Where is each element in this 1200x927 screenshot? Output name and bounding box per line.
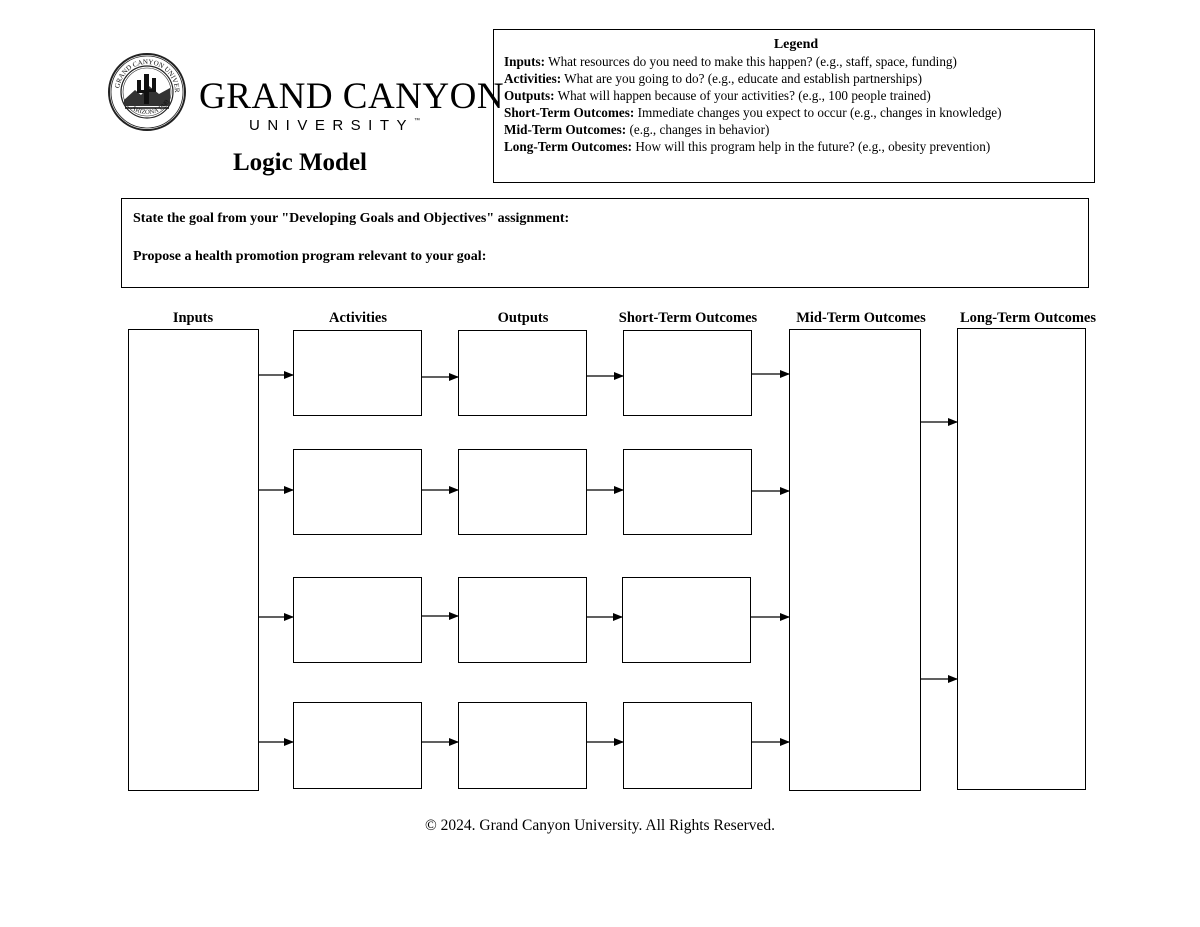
short-term-box-2[interactable] xyxy=(623,449,752,535)
legend-row-short-term: Short-Term Outcomes: Immediate changes y… xyxy=(504,104,1088,121)
inputs-box[interactable] xyxy=(128,329,259,791)
legend-text: What resources do you need to make this … xyxy=(545,54,957,69)
legend-row-activities: Activities: What are you going to do? (e… xyxy=(504,70,1088,87)
legend-term: Inputs: xyxy=(504,54,546,69)
mid-term-box[interactable] xyxy=(789,329,921,791)
activity-box-1[interactable] xyxy=(293,330,422,416)
legend-row-mid-term: Mid-Term Outcomes: (e.g., changes in beh… xyxy=(504,121,1088,138)
output-box-1[interactable] xyxy=(458,330,587,416)
legend-text: How will this program help in the future… xyxy=(632,139,991,154)
legend-text: What are you going to do? (e.g., educate… xyxy=(561,71,922,86)
legend-row-inputs: Inputs: What resources do you need to ma… xyxy=(504,53,1088,70)
short-term-box-4[interactable] xyxy=(623,702,752,789)
output-box-4[interactable] xyxy=(458,702,587,789)
page-title: Logic Model xyxy=(232,149,367,176)
legend-box: Legend Inputs: What resources do you nee… xyxy=(493,29,1095,183)
legend-title: Legend xyxy=(773,37,819,52)
column-header-mid-term: Mid-Term Outcomes xyxy=(796,310,926,326)
legend-term: Mid-Term Outcomes: xyxy=(504,122,627,137)
activity-box-3[interactable] xyxy=(293,577,422,663)
column-header-long-term: Long-Term Outcomes xyxy=(960,310,1096,326)
long-term-box[interactable] xyxy=(957,328,1086,790)
brand-subtitle: UNIVERSITY™ xyxy=(249,118,420,133)
output-box-3[interactable] xyxy=(458,577,587,663)
short-term-box-1[interactable] xyxy=(623,330,752,416)
column-header-short-term: Short-Term Outcomes xyxy=(618,310,758,326)
university-logo: GRAND CANYON UNIVERSITY ARIZONA 1949 GRA… xyxy=(107,52,504,133)
goal-box[interactable]: State the goal from your "Developing Goa… xyxy=(121,198,1089,288)
brand-name: GRAND CANYON xyxy=(199,76,505,117)
legend-row-long-term: Long-Term Outcomes: How will this progra… xyxy=(504,138,1088,155)
column-header-inputs: Inputs xyxy=(172,310,214,326)
copyright-footer: © 2024. Grand Canyon University. All Rig… xyxy=(424,817,775,834)
legend-text: What will happen because of your activit… xyxy=(554,88,931,103)
legend-text: (e.g., changes in behavior) xyxy=(626,122,770,137)
goal-prompt: State the goal from your "Developing Goa… xyxy=(133,211,570,226)
short-term-box-3[interactable] xyxy=(622,577,751,663)
legend-text: Immediate changes you expect to occur (e… xyxy=(634,105,1002,120)
program-prompt: Propose a health promotion program relev… xyxy=(133,249,487,264)
university-seal-icon: GRAND CANYON UNIVERSITY ARIZONA 1949 xyxy=(107,52,186,131)
output-box-2[interactable] xyxy=(458,449,587,535)
legend-term: Activities: xyxy=(504,71,562,86)
column-header-activities: Activities xyxy=(329,310,387,326)
brand-sub-text: UNIVERSITY xyxy=(249,117,415,134)
legend-row-outputs: Outputs: What will happen because of you… xyxy=(504,87,1088,104)
activity-box-2[interactable] xyxy=(293,449,422,535)
trademark-symbol: ™ xyxy=(414,118,421,124)
legend-term: Long-Term Outcomes: xyxy=(504,139,633,154)
activity-box-4[interactable] xyxy=(293,702,422,789)
column-header-outputs: Outputs xyxy=(497,310,549,326)
legend-term: Outputs: xyxy=(504,88,555,103)
legend-term: Short-Term Outcomes: xyxy=(504,105,635,120)
